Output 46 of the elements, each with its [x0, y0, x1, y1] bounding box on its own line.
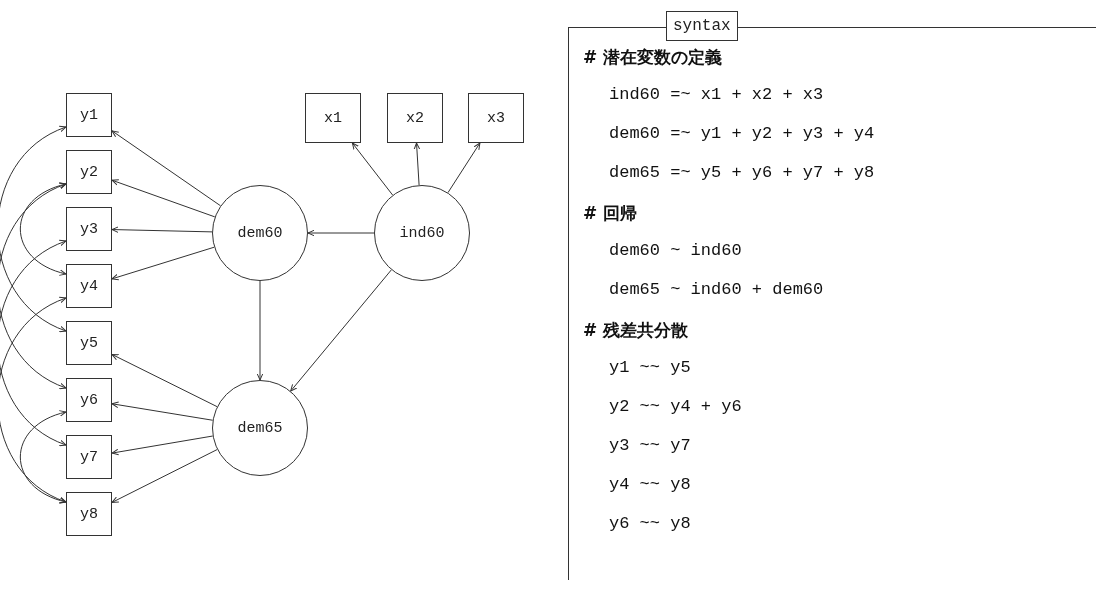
covariance-arc: [19, 410, 67, 504]
observed-variable-box: x2: [387, 93, 443, 143]
arrow: [111, 401, 214, 421]
covariance-arc: [0, 183, 67, 389]
arrow: [111, 449, 218, 503]
observed-variable-box: y1: [66, 93, 112, 137]
latent-variable-circle: dem60: [212, 185, 308, 281]
code-line: dem65 ~ ind60 + dem60: [609, 280, 824, 299]
covariance-arc: [0, 240, 67, 446]
observed-variable-box: x3: [468, 93, 524, 143]
arrow: [111, 130, 221, 207]
code-line: y3 ~~ y7: [609, 436, 691, 455]
arrow: [351, 142, 394, 196]
latent-variable-circle: dem65: [212, 380, 308, 476]
observed-variable-box: y5: [66, 321, 112, 365]
observed-variable-box: y3: [66, 207, 112, 251]
latent-variable-circle: ind60: [374, 185, 470, 281]
comment-heading: # 残差共分散: [583, 319, 689, 342]
code-line: dem60 =~ y1 + y2 + y3 + y4: [609, 124, 875, 143]
covariance-arc: [0, 126, 67, 332]
covariance-arc: [19, 182, 67, 276]
observed-variable-box: y2: [66, 150, 112, 194]
comment-heading: # 回帰: [583, 202, 638, 225]
covariance-arc: [0, 297, 67, 503]
arrow: [111, 179, 216, 218]
arrow: [111, 246, 215, 281]
code-line: y2 ~~ y4 + y6: [609, 397, 742, 416]
code-line: dem65 =~ y5 + y6 + y7 + y8: [609, 163, 875, 182]
observed-variable-box: y7: [66, 435, 112, 479]
code-line: dem60 ~ ind60: [609, 241, 742, 260]
observed-variable-box: y8: [66, 492, 112, 536]
code-line: y4 ~~ y8: [609, 475, 691, 494]
arrow: [413, 142, 421, 186]
code-line: y6 ~~ y8: [609, 514, 691, 533]
code-line: ind60 =~ x1 + x2 + x3: [609, 85, 824, 104]
arrow: [111, 226, 213, 233]
arrow: [290, 269, 392, 392]
panel-title: syntax: [666, 11, 738, 41]
comment-heading: # 潜在変数の定義: [583, 46, 723, 69]
arrow: [447, 142, 481, 194]
arrow: [111, 353, 218, 408]
observed-variable-box: y6: [66, 378, 112, 422]
arrow: [111, 435, 214, 456]
observed-variable-box: x1: [305, 93, 361, 143]
code-line: y1 ~~ y5: [609, 358, 691, 377]
observed-variable-box: y4: [66, 264, 112, 308]
